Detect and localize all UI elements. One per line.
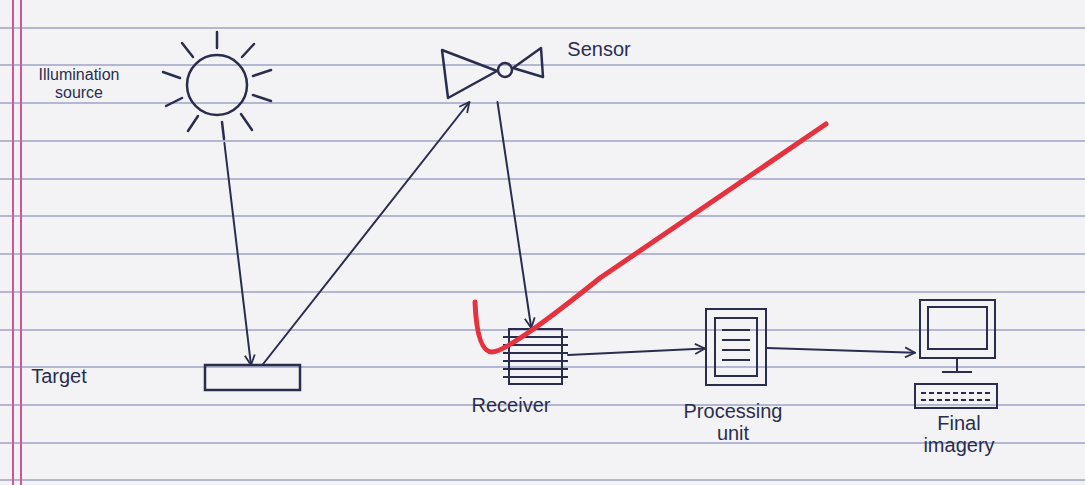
processing-unit-node: Processing unit (705, 308, 767, 386)
receiver-icon (503, 329, 568, 384)
arrow-connector (224, 143, 251, 365)
receiver-slat (503, 368, 568, 370)
target-node: Target (205, 365, 300, 390)
unit-panel (715, 318, 757, 376)
satellite-icon (442, 48, 543, 98)
receiver-node: Receiver (503, 328, 568, 385)
receiver-slat (503, 376, 568, 378)
satellite-body (498, 63, 512, 77)
target-icon (205, 365, 300, 390)
sun-ray (253, 95, 271, 101)
sun-ray (182, 43, 193, 57)
receiver-slat (503, 336, 568, 338)
monitor-base (942, 371, 972, 373)
unit-line (722, 359, 750, 361)
processing-unit-icon (706, 309, 766, 385)
node-label: Processing unit (677, 400, 789, 444)
final-imagery-node: Final imagery (915, 300, 997, 408)
margin-line (20, 0, 22, 485)
node-label: Target (19, 365, 99, 387)
red-check-mark (475, 124, 826, 352)
unit-line (722, 349, 750, 351)
node-label: Final imagery (909, 412, 1009, 456)
computer-icon (915, 300, 997, 408)
ruled-lines (0, 28, 1085, 480)
receiver-slat (503, 352, 568, 354)
sun-icon (163, 32, 271, 139)
ruled-line (0, 253, 1085, 255)
ruled-line (0, 178, 1085, 180)
monitor-stand (956, 358, 958, 372)
target-block (205, 365, 300, 390)
sun-ray (241, 114, 252, 130)
arrow-connector (568, 348, 705, 354)
unit-line (722, 329, 750, 331)
arrow-connector (262, 102, 469, 365)
unit-case (706, 309, 766, 385)
sun-ray (166, 98, 182, 106)
node-label: Illumination source (20, 66, 138, 101)
sun-ray (253, 70, 271, 76)
margin-line (12, 0, 14, 485)
sun-ray (188, 116, 198, 131)
sensor-node: Sensor (438, 42, 548, 102)
illumination-source-node: Illumination source (160, 28, 275, 143)
node-label: Receiver (441, 394, 581, 416)
sun-ray (163, 72, 180, 78)
sun-disc (187, 55, 247, 115)
monitor-case (920, 300, 995, 358)
ruled-line (0, 291, 1085, 293)
ruled-line (0, 140, 1085, 142)
unit-line (722, 339, 750, 341)
sun-ray (222, 122, 224, 139)
keyboard-keys (921, 392, 991, 394)
sun-ray (216, 32, 219, 48)
receiver-slat (503, 360, 568, 362)
solar-panel (513, 48, 543, 77)
ruled-line (0, 442, 1085, 444)
arrow-connector (767, 348, 915, 353)
ruled-line (0, 102, 1085, 104)
keyboard (915, 384, 997, 408)
arrow-connector (497, 102, 531, 328)
ruled-line (0, 215, 1085, 217)
solar-panel (442, 50, 497, 98)
sun-ray (242, 44, 254, 57)
ruled-line (0, 27, 1085, 29)
node-label: Sensor (554, 38, 644, 60)
keyboard-keys (921, 399, 991, 401)
ruled-line (0, 479, 1085, 481)
margin-lines (13, 0, 21, 485)
ruled-line (0, 366, 1085, 368)
monitor-screen (928, 307, 987, 349)
